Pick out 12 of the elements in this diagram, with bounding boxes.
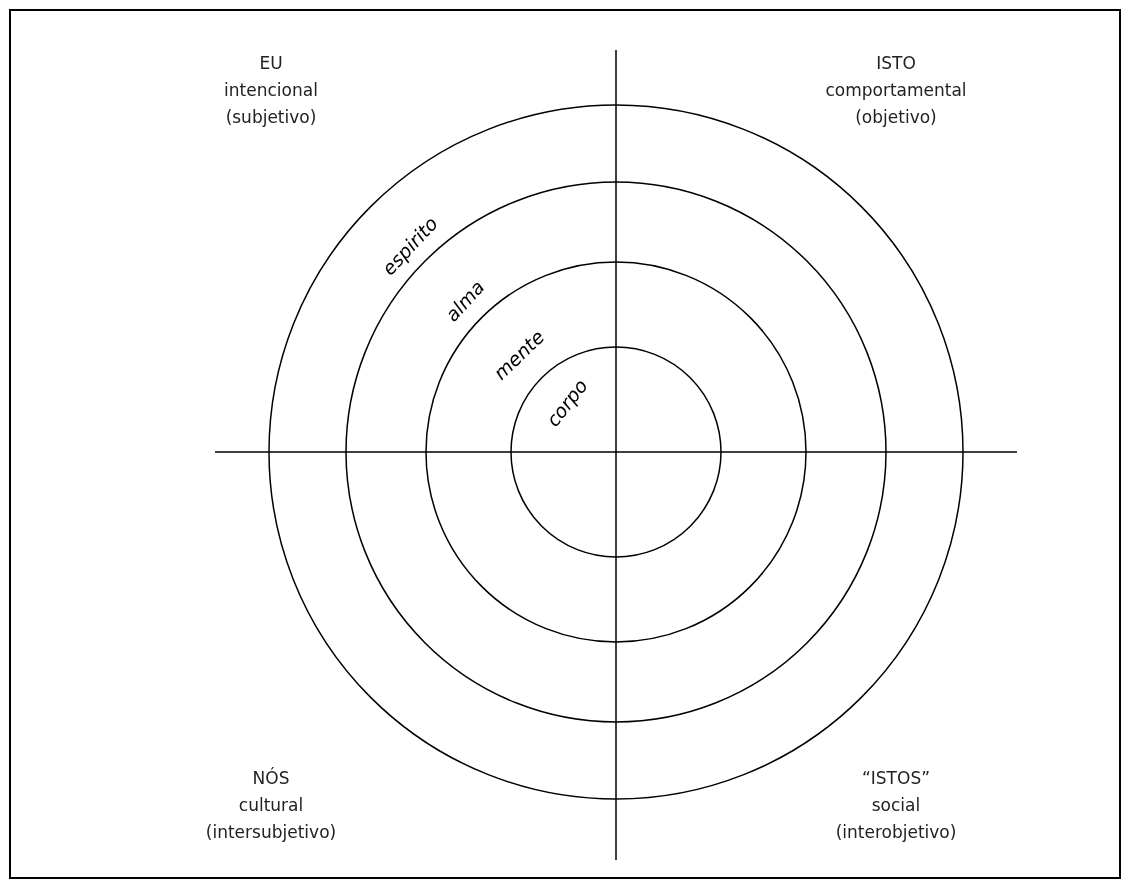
quadrant-label: social	[871, 794, 921, 817]
quadrant-label: (intersubjetivo)	[205, 821, 337, 844]
quadrant-label: comportamental	[825, 79, 967, 102]
quadrant-label: (objetivo)	[855, 106, 937, 129]
quadrant-label: (interobjetivo)	[835, 821, 957, 844]
quadrant-label: EU	[259, 52, 283, 75]
quadrant-label: “ISTOS”	[862, 767, 930, 790]
quadrant-label: ISTO	[876, 52, 916, 75]
quadrant-label: (subjetivo)	[225, 106, 317, 129]
quadrant-label: intencional	[224, 79, 318, 102]
quadrant-label: NÓS	[252, 766, 290, 790]
quadrant-label: cultural	[238, 794, 304, 817]
